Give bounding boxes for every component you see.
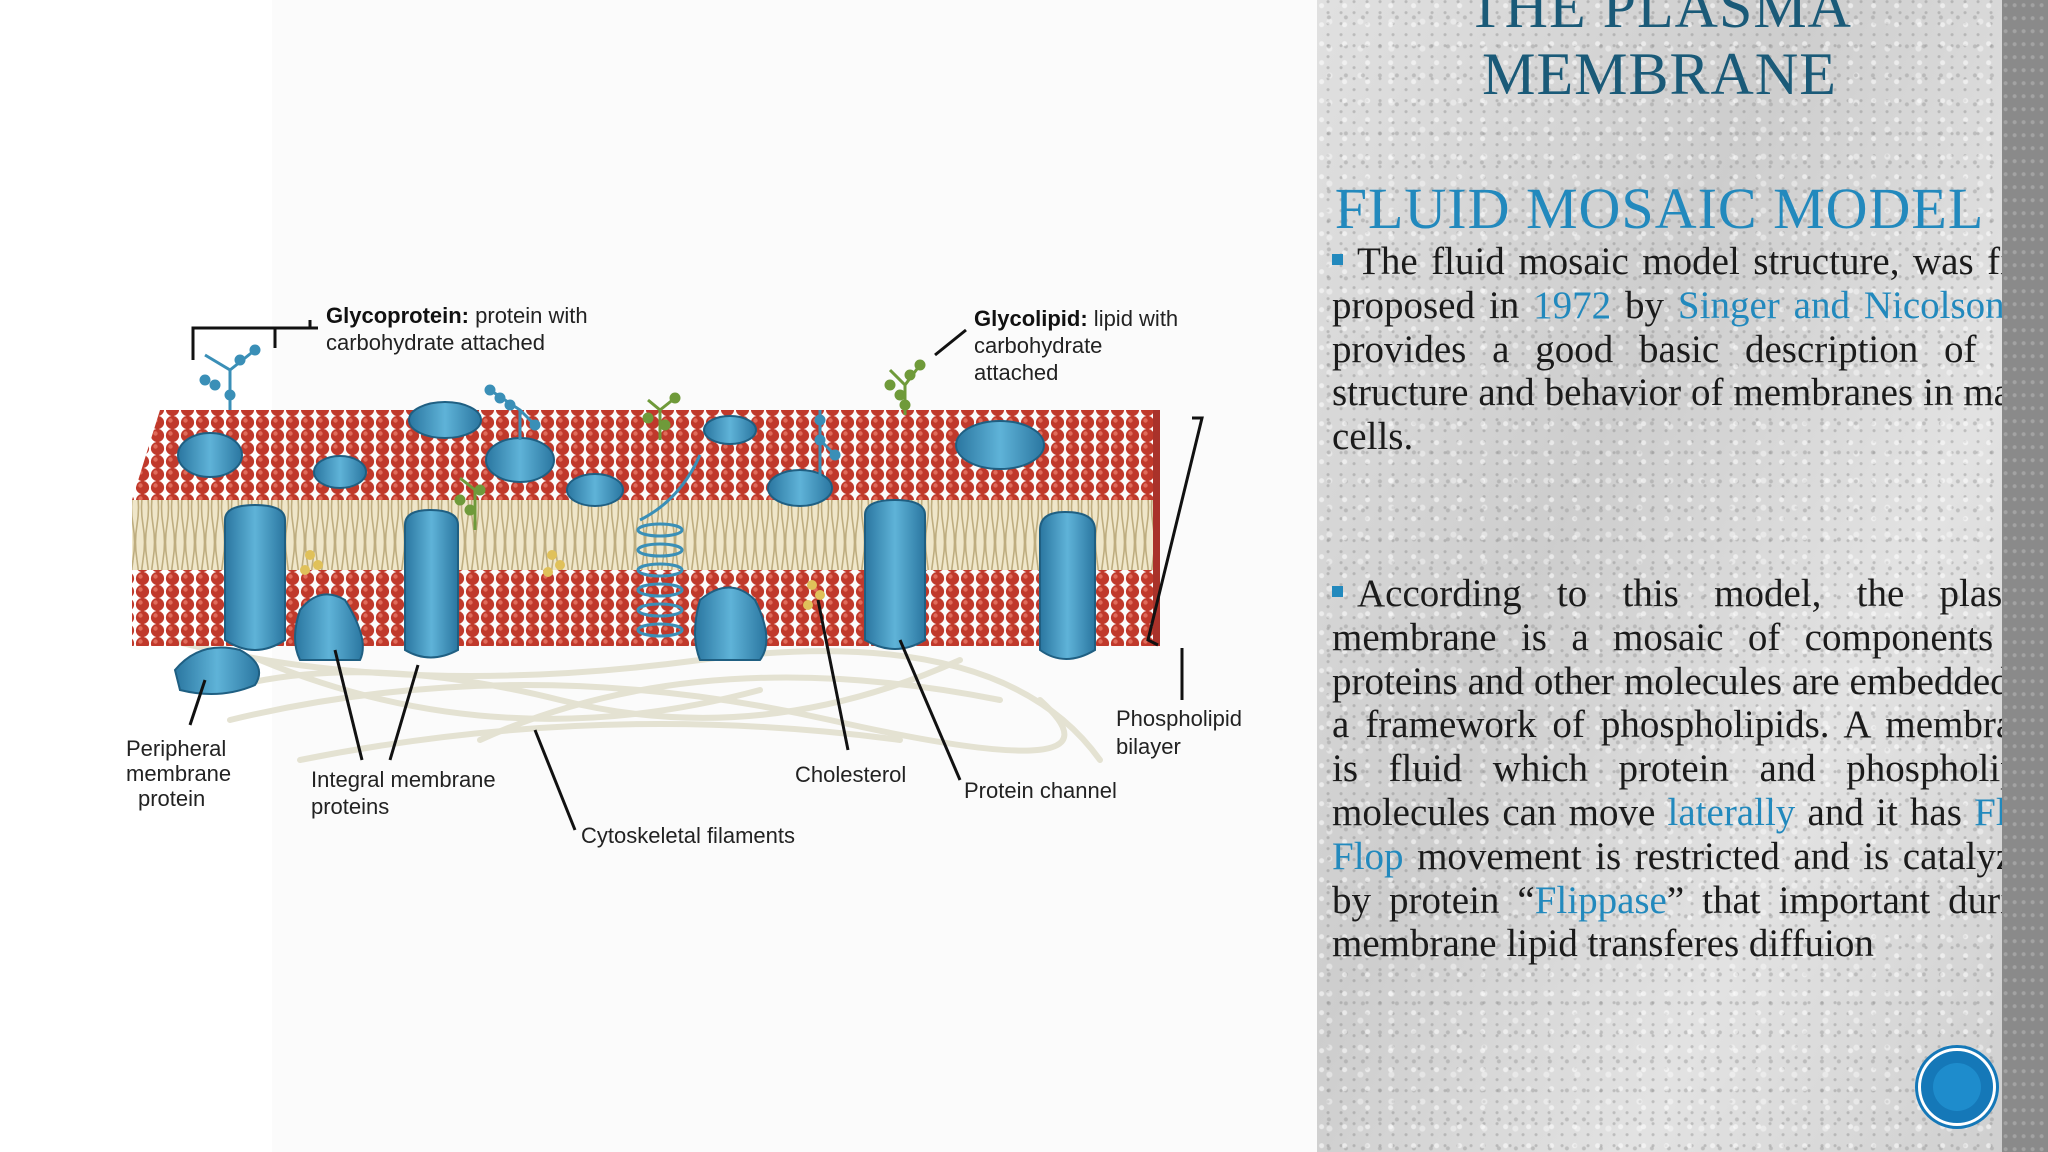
glycolipid-label: Glycolipid: lipid with <box>974 306 1178 331</box>
flipflop-highlight: Flip-Flop <box>1332 790 2002 878</box>
glycoprotein-label-line2: carbohydrate attached <box>326 330 545 355</box>
peripheral-label-line3: protein <box>138 786 205 811</box>
phospholipid-label-line1: Phospholipid <box>1116 706 1242 731</box>
phospholipid-label-line2: bilayer <box>1116 734 1181 759</box>
cholesterol-molecules <box>300 550 825 610</box>
glycolipid-label-line2: carbohydrate <box>974 333 1102 358</box>
membrane-diagram: Glycoprotein: protein with carbohydrate … <box>126 303 1242 848</box>
authors-highlight: Singer and Nicolson <box>1677 283 2002 327</box>
peripheral-protein <box>173 646 260 695</box>
bullet-icon <box>1332 585 1343 597</box>
laterally-highlight: laterally <box>1667 790 1796 834</box>
glycolipid-label-line3: attached <box>974 360 1058 385</box>
slide-subtitle: FLUID MOSAIC MODEL <box>1334 176 1985 241</box>
protein-channel-coil <box>636 454 702 638</box>
leader-lines <box>188 320 1204 831</box>
paragraph-1: The fluid mosaic model structure, was fi… <box>1332 240 2002 459</box>
cytoskeletal-label: Cytoskeletal filaments <box>581 823 795 848</box>
integral-label-line2: proteins <box>311 794 389 819</box>
bullet-icon <box>1332 253 1343 265</box>
integral-proteins <box>177 401 1096 661</box>
glycolipid-chains <box>454 359 926 530</box>
paragraph-2: According to this model, the plasma memb… <box>1332 572 2002 966</box>
glycoprotein-chains <box>199 344 841 480</box>
bilayer-top-surface <box>132 410 1153 500</box>
text-panel: THE PLASMA MEMBRANE FLUID MOSAIC MODEL T… <box>1317 0 2002 1152</box>
slide-edge-texture <box>2002 0 2048 1152</box>
peripheral-label-line1: Peripheral <box>126 736 226 761</box>
peripheral-label-line2: membrane <box>126 761 231 786</box>
page-number-circle[interactable] <box>1918 1048 1996 1126</box>
integral-label-line1: Integral membrane <box>311 767 496 792</box>
protein-channel-label: Protein channel <box>964 778 1117 803</box>
cholesterol-label: Cholesterol <box>795 762 906 787</box>
year-highlight: 1972 <box>1533 283 1612 327</box>
figure-panel: Glycoprotein: protein with carbohydrate … <box>126 303 1242 848</box>
slide-title: THE PLASMA MEMBRANE <box>1466 0 1853 107</box>
glycoprotein-label: Glycoprotein: protein with <box>326 303 588 328</box>
flippase-highlight: Flippase <box>1534 878 1667 922</box>
